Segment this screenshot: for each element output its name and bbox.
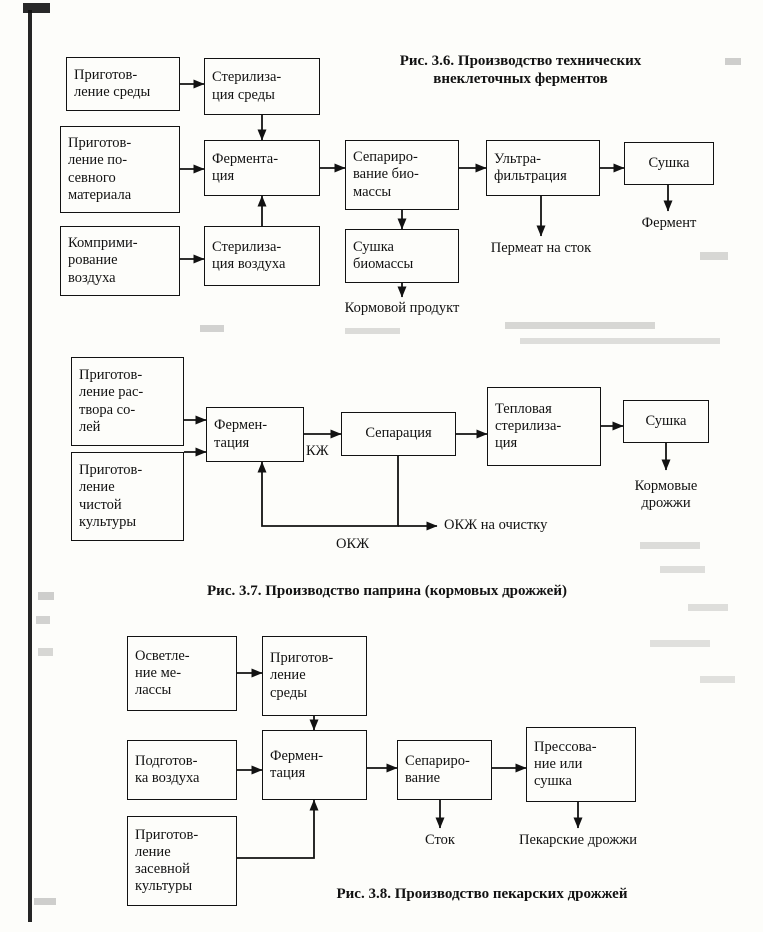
flow-node-label-separatsiya: Сепарация: [365, 425, 432, 442]
scan-artifact: [520, 338, 720, 344]
flow-label-ferment: Фермент: [641, 215, 697, 231]
flow-node-label-komprimirovanie-vozdukha: Комприми- рование воздуха: [68, 235, 138, 286]
flow-label-stok: Сток: [425, 832, 455, 848]
flow-node-prigotovlenie-chistoy-kultury: Приготов- ление чистой культуры: [71, 452, 184, 541]
flow-node-sterilizatsiya-sredy: Стерилиза- ция среды: [204, 58, 320, 115]
flow-node-label-sterilizatsiya-vozdukha: Стерилиза- ция воздуха: [212, 238, 286, 272]
flow-node-prigotovlenie-posevnogo-materiala: Приготов- ление по- севного материала: [60, 126, 180, 213]
flow-node-label-prigotovlenie-zasevnoy-kultury: Приготов- ление засевной культуры: [135, 826, 199, 895]
flow-node-podgotovka-vozdukha: Подготов- ка воздуха: [127, 740, 237, 800]
flow-node-label-prigotovlenie-sredy-3: Приготов- ление среды: [270, 650, 334, 701]
flow-node-label-fermentatsiya-3: Фермен- тация: [270, 747, 324, 781]
flow-node-label-separirovanie-biomassy: Сепариро- вание био- массы: [353, 149, 419, 200]
scan-artifact: [36, 616, 50, 624]
flow-node-sushka-2: Сушка: [623, 400, 709, 443]
scan-artifact: [688, 604, 728, 611]
flow-node-label-sushka-2: Сушка: [645, 412, 687, 429]
scan-artifact: [505, 322, 655, 329]
flow-node-komprimirovanie-vozdukha: Комприми- рование воздуха: [60, 226, 180, 296]
flow-node-label-sushka-biomassy: Сушка биомассы: [353, 238, 414, 272]
flow-label-permeat-na-stok: Пермеат на сток: [490, 240, 592, 256]
scan-artifact: [640, 542, 700, 549]
flow-node-sushka: Сушка: [624, 142, 714, 185]
flow-label-okzh-na-ochistku: ОКЖ на очистку: [444, 517, 548, 533]
flow-node-fermentatsiya-3: Фермен- тация: [262, 730, 367, 800]
flow-node-separirovanie: Сепариро- вание: [397, 740, 492, 800]
flow-node-label-osvetlenie-melassy: Осветле- ние ме- лассы: [135, 647, 190, 699]
flow-node-label-sushka: Сушка: [648, 154, 690, 171]
scan-artifact: [38, 592, 54, 600]
flow-node-prigotovlenie-rastvora-soley: Приготов- ление рас- твора со- лей: [71, 357, 184, 446]
figure-caption-fig-3-7-caption: Рис. 3.7. Производство паприна (кормовых…: [207, 583, 567, 599]
flow-node-fermentatsiya: Фермента- ция: [204, 140, 320, 196]
flow-node-pressovanie-ili-sushka: Прессова- ние или сушка: [526, 727, 636, 802]
flow-label-kormovoy-produkt: Кормовой продукт: [344, 300, 460, 316]
flow-node-prigotovlenie-sredy: Приготов- ление среды: [66, 57, 180, 111]
flow-node-label-fermentatsiya-2: Фермен- тация: [214, 417, 268, 451]
scan-artifact: [345, 328, 400, 334]
flow-node-ultrafiltratsiya: Ультра- фильтрация: [486, 140, 600, 196]
flow-node-label-prigotovlenie-rastvora-soley: Приготов- ление рас- твора со- лей: [79, 367, 144, 435]
flow-node-separatsiya: Сепарация: [341, 412, 456, 456]
flow-arrow-fig-3-8-e4-l-shape: [237, 799, 319, 859]
scan-artifact: [700, 676, 735, 683]
flow-node-label-ultrafiltratsiya: Ультра- фильтрация: [494, 150, 567, 184]
flow-label-kzh: КЖ: [306, 443, 329, 459]
flow-node-label-fermentatsiya: Фермента- ция: [212, 150, 279, 184]
flow-label-pekarskie-drozhzhi: Пекарские дрожжи: [518, 832, 638, 848]
flow-arrow-fig-3-7-e7-recycle: [257, 456, 399, 527]
flow-node-fermentatsiya-2: Фермен- тация: [206, 407, 304, 462]
flow-node-separirovanie-biomassy: Сепариро- вание био- массы: [345, 140, 459, 210]
scan-artifact: [38, 648, 53, 656]
flow-node-prigotovlenie-zasevnoy-kultury: Приготов- ление засевной культуры: [127, 816, 237, 906]
scan-artifact: [650, 640, 710, 647]
flow-node-sushka-biomassy: Сушка биомассы: [345, 229, 459, 283]
scan-artifact: [725, 58, 741, 65]
scan-artifact: [660, 566, 705, 573]
flow-node-label-pressovanie-ili-sushka: Прессова- ние или сушка: [534, 738, 597, 790]
figure-caption-fig-3-8-caption: Рис. 3.8. Производство пекарских дрожжей: [336, 886, 628, 902]
flow-node-label-teplovaya-sterilizatsiya: Тепловая стерилиза- ция: [495, 400, 562, 452]
flow-node-label-prigotovlenie-posevnogo-materiala: Приготов- ление по- севного материала: [68, 135, 132, 203]
flow-node-teplovaya-sterilizatsiya: Тепловая стерилиза- ция: [487, 387, 601, 466]
flow-node-label-prigotovlenie-chistoy-kultury: Приготов- ление чистой культуры: [79, 462, 143, 530]
figure-caption-fig-3-6-caption: Рис. 3.6. Производство технических внекл…: [399, 53, 642, 87]
scan-artifact: [34, 898, 56, 905]
flow-node-prigotovlenie-sredy-3: Приготов- ление среды: [262, 636, 367, 716]
scan-artifact: [23, 3, 50, 13]
scan-artifact: [700, 252, 728, 260]
flow-label-okzh: ОКЖ: [336, 536, 370, 552]
flow-label-kormovye-drozhzhi: Кормовые дрожжи: [634, 478, 698, 512]
flow-node-sterilizatsiya-vozdukha: Стерилиза- ция воздуха: [204, 226, 320, 286]
scan-artifact: [28, 10, 32, 922]
flow-node-label-prigotovlenie-sredy: Приготов- ление среды: [74, 66, 151, 100]
flow-node-label-separirovanie: Сепариро- вание: [405, 752, 470, 786]
flow-node-label-podgotovka-vozdukha: Подготов- ка воздуха: [135, 752, 200, 786]
scan-artifact: [200, 325, 224, 332]
flow-node-label-sterilizatsiya-sredy: Стерилиза- ция среды: [212, 69, 282, 103]
flow-node-osvetlenie-melassy: Осветле- ние ме- лассы: [127, 636, 237, 711]
